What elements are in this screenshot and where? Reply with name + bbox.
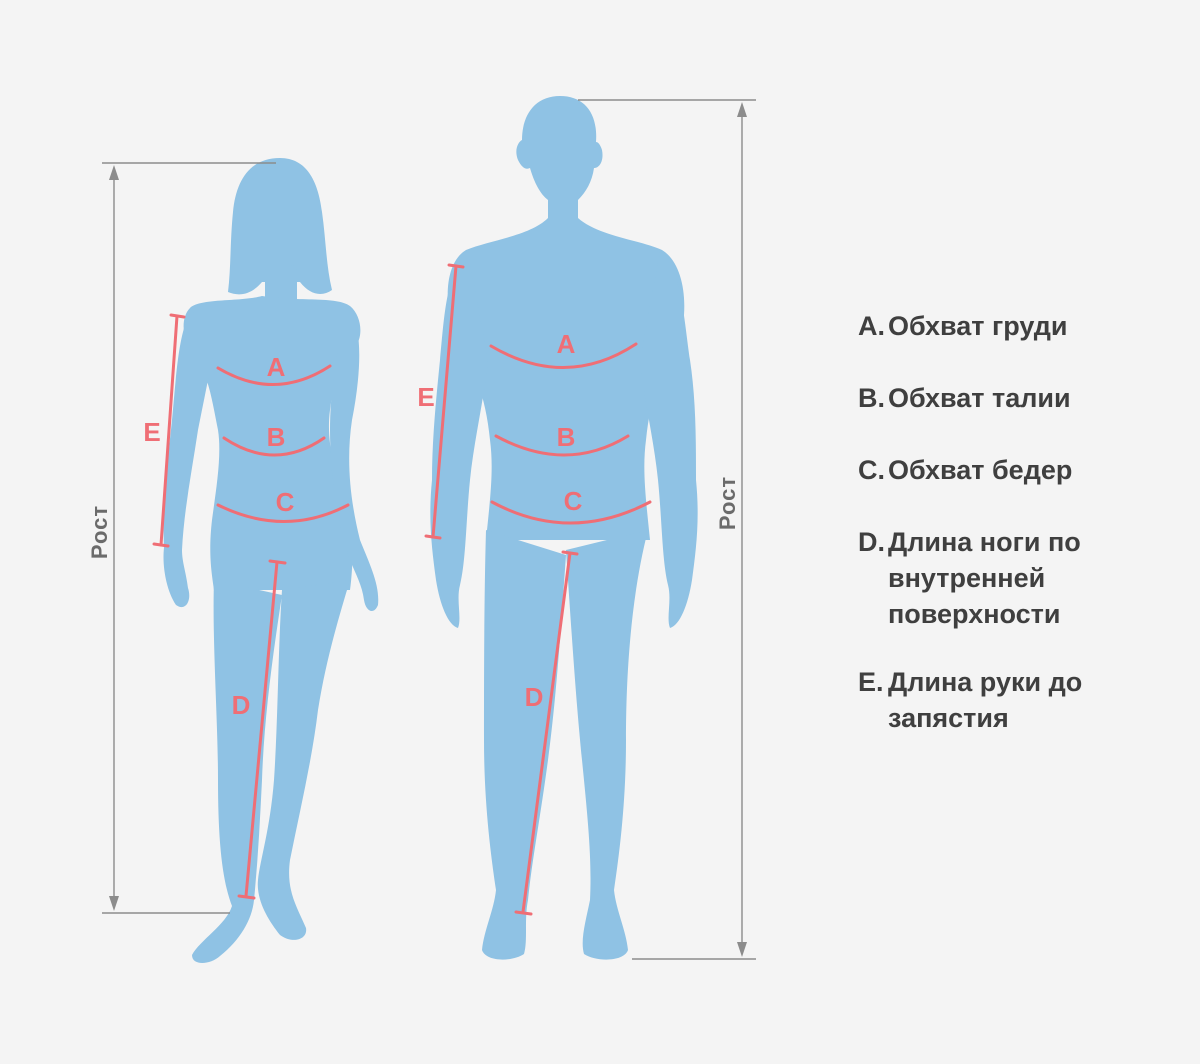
female-height-label: Рост	[87, 505, 112, 559]
female-chest-arc	[216, 364, 332, 386]
male-marker-a: A	[557, 329, 576, 359]
legend-item-hips: C. Обхват бедер	[858, 452, 1188, 488]
male-arm-left	[430, 252, 488, 628]
male-head	[516, 96, 603, 222]
legend-item-arm-length: E. Длина руки до запястия	[858, 664, 1188, 736]
female-leg-right	[257, 580, 350, 940]
female-waist-arc	[222, 436, 326, 457]
male-chest-arc	[489, 342, 638, 369]
female-marker-d: D	[232, 690, 251, 720]
female-arm-right	[330, 312, 379, 612]
legend-key: A.	[858, 311, 885, 341]
male-hip-arc	[490, 500, 652, 525]
female-marker-b: B	[267, 422, 286, 452]
legend-key: B.	[858, 383, 885, 413]
female-leg-line	[244, 560, 279, 898]
male-leg-line	[521, 551, 572, 914]
male-arm-right	[640, 252, 698, 628]
female-hip-arc	[216, 503, 350, 523]
legend-text: Обхват бедер	[888, 455, 1073, 485]
legend-key: C.	[858, 455, 885, 485]
male-figure	[430, 96, 698, 960]
legend-key: D.	[858, 527, 885, 557]
legend-text: Обхват груди	[888, 311, 1068, 341]
male-measurements	[424, 263, 652, 916]
male-height-label: Рост	[715, 476, 740, 530]
female-neck	[265, 265, 297, 305]
male-leg-right	[566, 530, 648, 960]
male-leg-left	[482, 530, 566, 960]
female-height-dimension	[102, 162, 276, 914]
female-arm-left	[163, 310, 214, 608]
female-marker-a: A	[267, 352, 286, 382]
female-marker-c: C	[276, 487, 295, 517]
female-leg-left	[192, 580, 282, 963]
legend-key: E.	[858, 667, 884, 697]
female-marker-e: E	[143, 417, 160, 447]
measurement-legend: A. Обхват груди B. Обхват талии C. Обхва…	[858, 308, 1188, 736]
male-waist-arc	[494, 434, 630, 457]
male-marker-e: E	[417, 382, 434, 412]
male-marker-d: D	[525, 682, 544, 712]
male-height-dimension	[578, 99, 756, 960]
legend-text: Длина ноги по внутренней поверхности	[888, 527, 1081, 629]
male-marker-c: C	[564, 486, 583, 516]
legend-text: Длина руки до запястия	[888, 667, 1083, 733]
male-measure-labels: A B C D E	[417, 329, 582, 712]
female-head	[228, 158, 332, 295]
female-measure-labels: A B C D E	[143, 352, 294, 720]
male-marker-b: B	[557, 422, 576, 452]
legend-item-chest: A. Обхват груди	[858, 308, 1188, 344]
legend-item-inseam: D. Длина ноги по внутренней поверхности	[858, 524, 1188, 632]
legend-text: Обхват талии	[888, 383, 1071, 413]
female-measurements	[152, 313, 350, 900]
legend-item-waist: B. Обхват талии	[858, 380, 1188, 416]
female-arm-line	[159, 314, 179, 547]
male-arm-line	[431, 264, 458, 539]
male-torso	[447, 218, 685, 540]
